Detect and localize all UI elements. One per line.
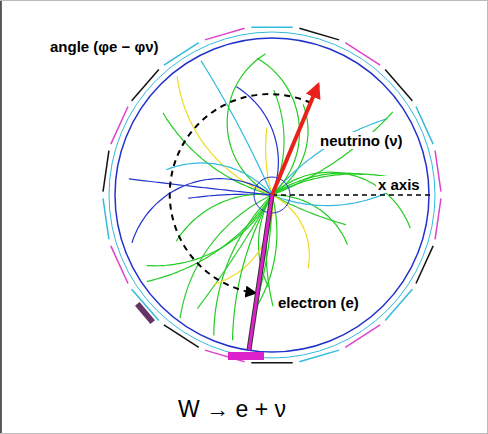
track bbox=[236, 87, 278, 195]
ring-segment bbox=[299, 28, 339, 40]
electron-track-outline bbox=[249, 195, 272, 350]
outer-detector-ring bbox=[103, 27, 441, 362]
track bbox=[177, 76, 272, 195]
frame-edge bbox=[0, 1, 2, 433]
ring-segment bbox=[251, 27, 292, 29]
x-axis-line bbox=[272, 194, 432, 196]
track bbox=[163, 113, 272, 195]
annotation-label: electron (e) bbox=[276, 294, 361, 311]
ring-segment bbox=[164, 325, 199, 347]
track bbox=[176, 194, 272, 241]
ring-segment bbox=[345, 43, 380, 65]
angle-arc bbox=[170, 94, 311, 293]
track bbox=[197, 195, 272, 309]
track bbox=[257, 58, 299, 195]
decay-formula: W → e + ν bbox=[176, 396, 288, 422]
track bbox=[266, 128, 272, 195]
track bbox=[272, 195, 346, 225]
annotation-label: neutrino (ν) bbox=[318, 132, 405, 149]
track bbox=[147, 195, 272, 281]
ring-segment bbox=[345, 325, 380, 347]
electron-energy-deposit bbox=[228, 352, 264, 360]
ring-segment bbox=[205, 28, 245, 40]
ring-segment bbox=[103, 198, 109, 239]
ring-segment bbox=[299, 350, 339, 362]
ring-segment bbox=[251, 362, 292, 364]
ring-segment bbox=[385, 289, 412, 320]
calorimeter-deposit bbox=[135, 302, 155, 324]
ring-segment bbox=[164, 43, 199, 65]
ring-segment bbox=[385, 70, 412, 101]
electron-track bbox=[249, 195, 272, 350]
track bbox=[132, 179, 272, 243]
cyan-ring bbox=[109, 32, 435, 358]
ring-segment bbox=[435, 151, 441, 192]
track bbox=[201, 61, 272, 195]
track bbox=[272, 195, 309, 268]
annotation-label: angle (φe − φν) bbox=[48, 38, 161, 55]
neutrino-arrow bbox=[272, 85, 318, 195]
ring-segment bbox=[435, 198, 441, 239]
annotation-label: x axis bbox=[376, 176, 422, 193]
ring-segment bbox=[103, 151, 109, 192]
ring-segment bbox=[132, 70, 159, 101]
